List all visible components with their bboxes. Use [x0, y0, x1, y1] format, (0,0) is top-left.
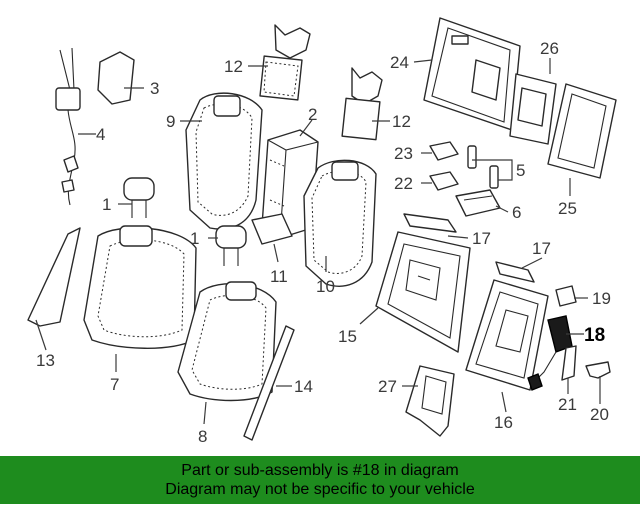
callout-18-highlighted: 18 — [584, 325, 605, 346]
callout-17: 17 — [472, 229, 491, 248]
part-16-seat-frame — [465, 279, 549, 391]
part-17-lower-trim — [495, 261, 535, 283]
part-12-right-bracket — [341, 67, 383, 141]
part-24-frame-panel — [423, 17, 521, 131]
part-4-cable — [55, 47, 81, 206]
callout-19: 19 — [592, 289, 611, 308]
info-banner: Part or sub-assembly is #18 in diagram D… — [0, 456, 640, 504]
banner-line-1: Part or sub-assembly is #18 in diagram — [181, 462, 459, 479]
leader-lines — [35, 58, 601, 425]
callout-1: 1 — [190, 229, 199, 248]
banner-line-2: Diagram may not be specific to your vehi… — [165, 481, 475, 498]
part-12-left-bracket — [259, 24, 311, 101]
callout-14: 14 — [294, 377, 313, 396]
callout-5: 5 — [516, 161, 525, 180]
part-18-buckle — [527, 315, 573, 391]
parts-diagram: 12 2 3 4 9 12 24 26 23 22 5 6 25 1 1 11 … — [27, 17, 617, 446]
callout-25: 25 — [558, 199, 577, 218]
part-27-panel — [405, 365, 455, 437]
callout-17: 17 — [532, 239, 551, 258]
part-25-back-panel — [547, 83, 617, 179]
callout-13: 13 — [36, 351, 55, 370]
callout-20: 20 — [590, 405, 609, 424]
callout-24: 24 — [390, 53, 409, 72]
part-8-seat-cushion — [177, 281, 277, 402]
part-1-headrest-upper — [123, 177, 155, 218]
part-9-seat-back — [185, 92, 263, 230]
callout-23: 23 — [394, 144, 413, 163]
callout-labels: 12 2 3 4 9 12 24 26 23 22 5 6 25 1 1 11 … — [36, 39, 611, 446]
part-14-trim-strip — [243, 325, 295, 441]
part-1-headrest-lower — [215, 225, 247, 266]
part-5-pins — [467, 145, 499, 189]
callout-4: 4 — [96, 125, 105, 144]
callout-11: 11 — [270, 267, 288, 286]
callout-10: 10 — [316, 277, 335, 296]
callout-3: 3 — [150, 79, 159, 98]
part-23-clip — [429, 141, 459, 161]
callout-22: 22 — [394, 174, 413, 193]
part-6-latch — [455, 189, 501, 217]
callout-6: 6 — [512, 203, 521, 222]
part-17-upper-trim — [403, 213, 457, 233]
callout-2: 2 — [308, 105, 317, 124]
part-22-clip — [429, 171, 459, 191]
callout-15: 15 — [338, 327, 357, 346]
callout-1: 1 — [102, 195, 111, 214]
part-7-seat-cushion — [83, 225, 197, 349]
part-11-pad — [251, 213, 293, 245]
callout-21: 21 — [558, 395, 577, 414]
part-13-side-panel — [27, 227, 81, 327]
part-10-seat-back — [303, 159, 377, 287]
callout-8: 8 — [198, 427, 207, 446]
callout-26: 26 — [540, 39, 559, 58]
callout-12: 12 — [224, 57, 243, 76]
callout-12: 12 — [392, 112, 411, 131]
part-19-cover — [555, 285, 577, 307]
callout-16: 16 — [494, 413, 513, 432]
part-3-panel — [97, 51, 135, 105]
callout-9: 9 — [166, 112, 175, 131]
part-20-clip — [585, 361, 611, 379]
part-21-bracket — [561, 345, 577, 381]
callout-27: 27 — [378, 377, 397, 396]
callout-7: 7 — [110, 375, 119, 394]
part-26-back-panel — [509, 73, 557, 145]
part-15-back-frame — [375, 231, 471, 353]
